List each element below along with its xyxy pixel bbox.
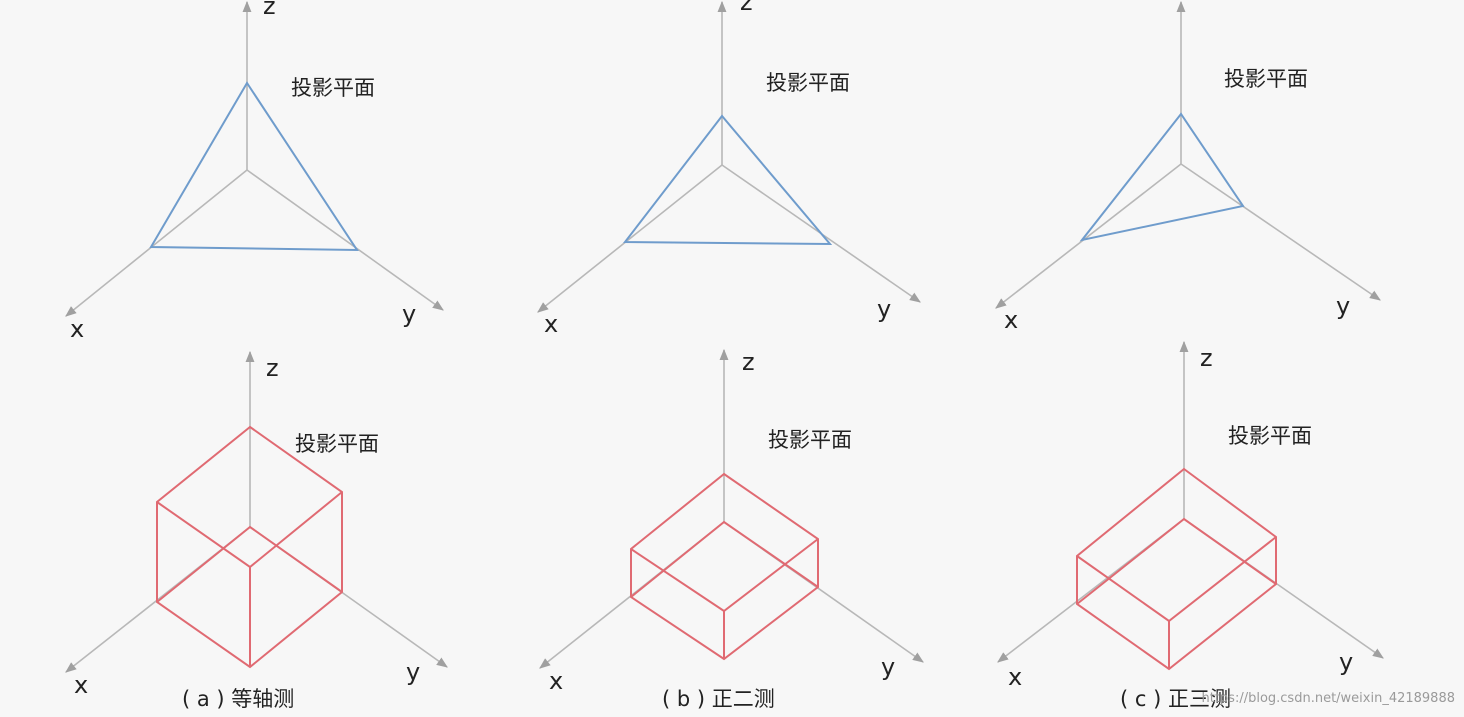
z-axis-label: z bbox=[263, 0, 276, 20]
y-axis-label: y bbox=[881, 653, 895, 681]
panel-caption: ( b ) 正二测 bbox=[662, 687, 775, 711]
z-axis-label: z bbox=[266, 354, 279, 382]
panel-b: z x y 投影平面 z x y 投影平面 ( b ) 正二测 bbox=[537, 0, 924, 711]
x-axis-label: x bbox=[74, 671, 88, 699]
x-axis-label: x bbox=[544, 310, 558, 338]
x-axis-label: x bbox=[70, 315, 84, 343]
panel-c: x y 投影平面 z x y 投影平面 ( c ) 正三测 bbox=[995, 0, 1384, 711]
panel-b-triangle-view: z x y 投影平面 bbox=[537, 0, 921, 338]
y-axis-label: y bbox=[1339, 648, 1353, 676]
projection-plane-label: 投影平面 bbox=[1228, 424, 1312, 448]
panel-caption: ( a ) 等轴测 bbox=[182, 687, 294, 711]
projection-triangle bbox=[149, 81, 359, 252]
panel-c-cube-view: z x y 投影平面 bbox=[997, 340, 1384, 691]
box-outline bbox=[1076, 467, 1277, 671]
y-axis-label: y bbox=[406, 658, 420, 686]
projection-plane-label: 投影平面 bbox=[768, 428, 852, 452]
panel-a-triangle-view: z x y 投影平面 bbox=[65, 0, 444, 343]
x-axis-label: x bbox=[549, 667, 563, 695]
panel-a: z x y 投影平面 z x y 投影平面 ( a ) 等轴测 bbox=[65, 0, 448, 711]
box-back-edges bbox=[630, 520, 819, 598]
x-axis bbox=[65, 169, 248, 317]
cube-back-edges bbox=[156, 525, 343, 603]
panel-a-cube-view: z x y 投影平面 bbox=[65, 350, 448, 699]
x-axis bbox=[995, 163, 1182, 309]
z-axis-label: z bbox=[742, 348, 755, 376]
x-axis-label: x bbox=[1004, 306, 1018, 334]
y-axis bbox=[1180, 163, 1381, 301]
y-axis bbox=[246, 169, 444, 311]
y-axis-label: y bbox=[877, 295, 891, 323]
z-axis-label: z bbox=[740, 0, 753, 16]
box-back-edges bbox=[1076, 517, 1277, 605]
y-axis-label: y bbox=[1336, 292, 1350, 320]
panel-b-cube-view: z x y 投影平面 bbox=[539, 348, 924, 695]
projection-triangle bbox=[1079, 112, 1245, 242]
projection-plane-label: 投影平面 bbox=[291, 76, 375, 100]
projection-plane-label: 投影平面 bbox=[295, 432, 379, 456]
y-axis-label: y bbox=[402, 300, 416, 328]
projection-plane-label: 投影平面 bbox=[766, 71, 850, 95]
panel-c-triangle-view: x y 投影平面 bbox=[995, 0, 1381, 334]
x-axis-label: x bbox=[1008, 663, 1022, 691]
z-axis-label: z bbox=[1200, 344, 1213, 372]
projection-triangle bbox=[622, 114, 833, 246]
panel-caption: ( c ) 正三测 bbox=[1120, 687, 1231, 711]
watermark: https://blog.csdn.net/weixin_42189888 bbox=[1201, 691, 1455, 706]
projection-plane-label: 投影平面 bbox=[1224, 67, 1308, 91]
x-axis bbox=[537, 164, 723, 313]
